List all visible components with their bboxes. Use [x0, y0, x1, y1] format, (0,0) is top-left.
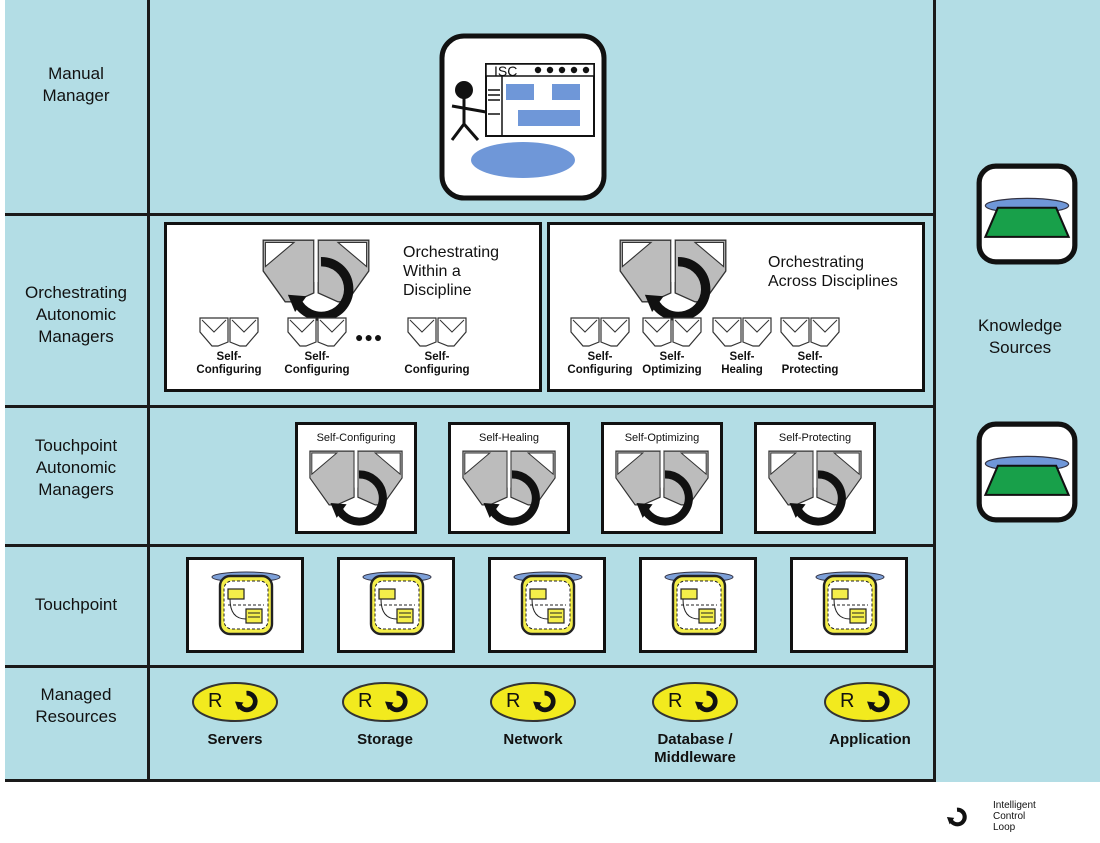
touchpoint-icon-5 — [810, 568, 890, 640]
row-divider-1 — [5, 213, 936, 216]
touchpoint-manager-4: Self-Protecting — [754, 422, 876, 534]
knowledge-source-icon-1 — [975, 162, 1079, 266]
control-loop-icon-3 — [532, 689, 557, 714]
touchpoint-manager-label-3: Self-Optimizing — [624, 432, 700, 444]
across-label-1: Self- Configuring — [567, 351, 633, 376]
ellipsis-dots: ●●● — [355, 329, 384, 345]
row-divider-4 — [5, 665, 936, 668]
resource-badge-letter-3: R — [506, 690, 521, 712]
orchestrating-across-title: Orchestrating Across Disciplines — [768, 254, 898, 290]
row-label-touchpoint: Touchpoint — [34, 595, 118, 614]
within-small-manager-3 — [407, 317, 467, 347]
row-label-touchpoint-managers: Touchpoint Autonomic Managers — [34, 436, 118, 499]
across-label-2: Self- Optimizing — [642, 351, 702, 376]
touchpoint-manager-2: Self-Healing — [448, 422, 570, 534]
resource-label-5: Application — [829, 731, 911, 748]
row-label-orchestrating: Orchestrating Autonomic Managers — [24, 283, 128, 346]
orchestrating-across-loop-icon — [642, 253, 714, 325]
touchpoint-4 — [639, 557, 757, 653]
across-small-manager-4 — [780, 317, 840, 347]
touchpoint-5 — [790, 557, 908, 653]
resource-label-2: Storage — [357, 731, 413, 748]
across-small-manager-1 — [570, 317, 630, 347]
resource-database-middleware: R Database / Middleware — [640, 680, 750, 770]
across-label-4: Self- Protecting — [781, 351, 839, 376]
touchpoint-manager-loop-icon-4 — [787, 467, 849, 529]
touchpoint-2 — [337, 557, 455, 653]
orchestrating-within-title: Orchestrating Within a Discipline — [403, 244, 500, 299]
across-small-manager-2 — [642, 317, 702, 347]
control-loop-icon-4 — [694, 689, 719, 714]
left-column-divider — [147, 0, 150, 782]
touchpoint-icon-4 — [659, 568, 739, 640]
within-label-3: Self- Configuring — [404, 351, 470, 376]
touchpoint-manager-3: Self-Optimizing — [601, 422, 723, 534]
resource-application: R Application — [810, 680, 930, 770]
touchpoint-icon-2 — [357, 568, 437, 640]
resource-badge-letter-4: R — [668, 690, 683, 712]
knowledge-source-icon-2 — [975, 420, 1079, 524]
resource-storage: R Storage — [330, 680, 440, 770]
row-divider-3 — [5, 544, 936, 547]
within-small-manager-2 — [287, 317, 347, 347]
orchestrating-within-loop-icon — [285, 253, 357, 325]
resource-badge-letter-1: R — [208, 690, 223, 712]
resource-badge-letter-5: R — [840, 690, 855, 712]
resource-network: R Network — [478, 680, 588, 770]
resource-label-4: Database / Middleware — [654, 731, 736, 766]
touchpoint-icon-1 — [206, 568, 286, 640]
orchestrating-across-box: Orchestrating Across Disciplines Self- C… — [547, 222, 925, 392]
resource-label-1: Servers — [207, 731, 263, 748]
touchpoint-manager-1: Self-Configuring — [295, 422, 417, 534]
touchpoint-icon-3 — [508, 568, 588, 640]
resource-label-3: Network — [503, 731, 563, 748]
control-loop-icon-2 — [384, 689, 409, 714]
across-label-3: Self- Healing — [721, 351, 763, 376]
control-loop-icon-1 — [234, 689, 259, 714]
resource-servers: R Servers — [180, 680, 290, 770]
touchpoint-manager-label-4: Self-Protecting — [778, 432, 852, 444]
touchpoint-manager-label-1: Self-Configuring — [316, 432, 396, 444]
bottom-divider — [5, 779, 936, 782]
knowledge-sources-label: Knowledge Sources — [977, 316, 1063, 357]
row-label-managed-resources: Managed Resources — [35, 685, 117, 726]
within-small-manager-1 — [199, 317, 259, 347]
across-small-manager-3 — [712, 317, 772, 347]
within-label-1: Self- Configuring — [196, 351, 262, 376]
touchpoint-manager-label-2: Self-Healing — [479, 432, 539, 444]
legend-loop-icon — [946, 806, 968, 828]
legend-label: Intelligent Control Loop — [993, 800, 1036, 833]
touchpoint-manager-loop-icon-2 — [481, 467, 543, 529]
right-column-divider — [933, 0, 936, 782]
console-label: ISC — [494, 63, 518, 79]
touchpoint-1 — [186, 557, 304, 653]
touchpoint-manager-loop-icon-3 — [634, 467, 696, 529]
touchpoint-manager-loop-icon-1 — [328, 467, 390, 529]
touchpoint-3 — [488, 557, 606, 653]
row-divider-2 — [5, 405, 936, 408]
row-label-manual-manager: Manual Manager — [42, 64, 110, 105]
control-loop-icon-5 — [866, 689, 891, 714]
manual-manager-console: ISC — [438, 32, 608, 202]
within-label-2: Self- Configuring — [284, 351, 350, 376]
orchestrating-within-box: Orchestrating Within a Discipline ●●● Se… — [164, 222, 542, 392]
resource-badge-letter-2: R — [358, 690, 373, 712]
